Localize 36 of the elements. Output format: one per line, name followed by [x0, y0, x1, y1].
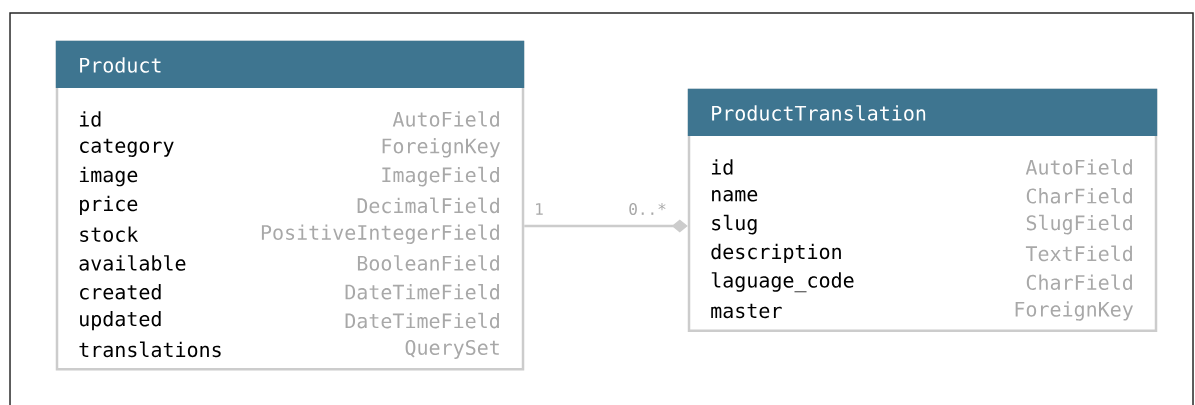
- multiplicity-label: 1: [536, 203, 543, 215]
- table-box: [687, 88, 1158, 333]
- field-type: CharField: [1026, 188, 1132, 204]
- field-name: name: [712, 190, 758, 202]
- table-title: Product: [80, 57, 161, 73]
- table-box: [55, 40, 525, 371]
- table-title: ProductTranslation: [712, 105, 926, 121]
- field-name: translations: [79, 341, 221, 358]
- field-name: category: [80, 138, 174, 157]
- field-name: available: [79, 255, 186, 271]
- field-name: master: [711, 303, 782, 319]
- field-type: AutoField: [392, 111, 499, 127]
- field-type: QuerySet: [405, 339, 499, 359]
- field-name: updated: [80, 310, 161, 331]
- field-type: ImageField: [382, 166, 499, 187]
- field-type: DecimalField: [357, 197, 499, 214]
- field-type: ForeignKey: [1015, 301, 1133, 321]
- field-type: SlugField: [1026, 214, 1132, 235]
- field-name: laguage_code: [711, 272, 854, 293]
- field-type: BooleanField: [357, 255, 499, 271]
- field-name: id: [79, 111, 101, 127]
- field-type: DateTimeField: [345, 312, 499, 329]
- field-type: CharField: [1026, 274, 1132, 290]
- field-name: created: [80, 284, 161, 300]
- field-name: description: [711, 243, 841, 264]
- multiplicity-label: 0..*: [629, 202, 666, 216]
- field-name: id: [711, 159, 733, 175]
- field-name: image: [79, 166, 138, 187]
- field-type: TextField: [1025, 245, 1132, 262]
- field-name: slug: [712, 214, 757, 235]
- field-type: ForeignKey: [382, 138, 500, 158]
- field-type: AutoField: [1025, 159, 1132, 175]
- field-type: DateTimeField: [345, 284, 499, 300]
- field-name: stock: [80, 226, 139, 242]
- field-name: price: [80, 195, 138, 216]
- field-type: PositiveIntegerField: [261, 224, 499, 244]
